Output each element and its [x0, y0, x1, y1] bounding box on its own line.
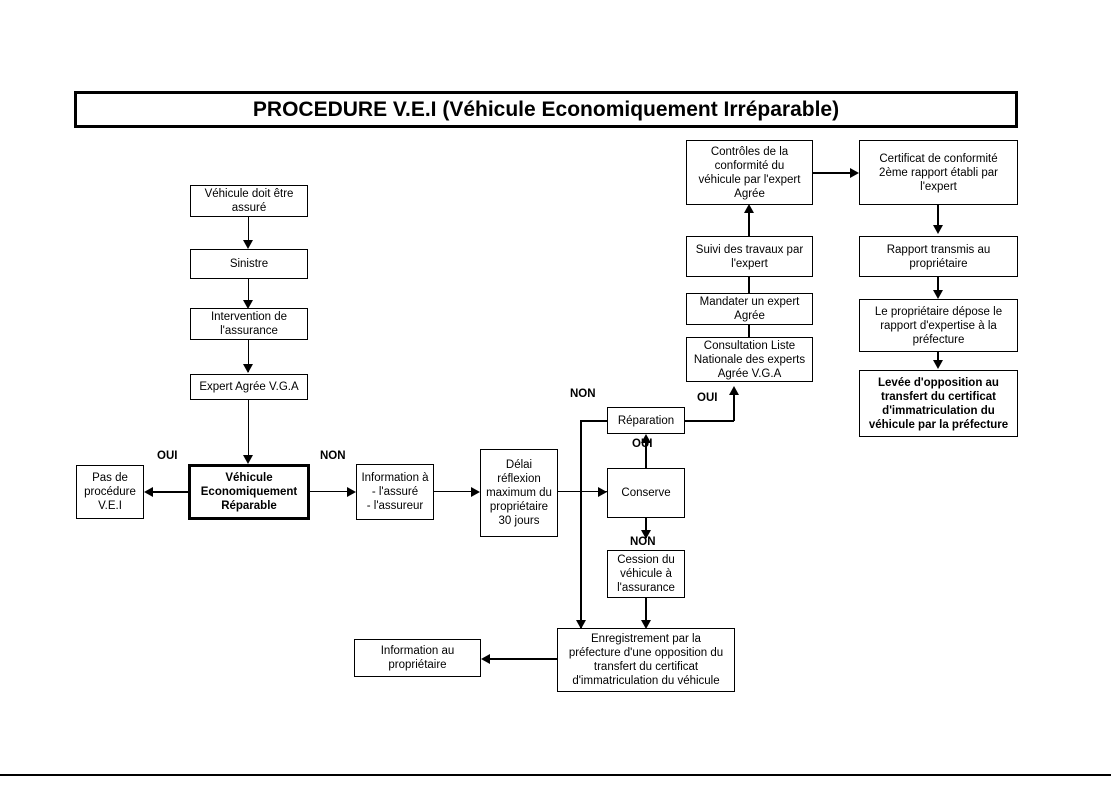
connector-vehicule-sinistre: [248, 217, 249, 247]
branch-label-vei-non: NON: [320, 450, 346, 462]
arrowhead-left-pasdeprocedure: [144, 487, 153, 497]
connector-bus-vertical: [580, 420, 582, 630]
arrowhead-down-vei: [243, 455, 253, 464]
arrowhead-down-intervention: [243, 300, 253, 309]
node-delai-reflexion[interactable]: Délai réflexion maximum du propriétaire …: [480, 449, 558, 537]
page-title-text: PROCEDURE V.E.I (Véhicule Economiquement…: [252, 97, 840, 121]
branch-label-conserve-oui: OUI: [632, 438, 653, 450]
node-conserve[interactable]: Conserve: [607, 468, 685, 518]
node-consultation-liste-nationale[interactable]: Consultation Liste Nationale des experts…: [686, 337, 813, 382]
branch-label-reparation-oui: OUI: [697, 392, 718, 404]
connector-information-delai: [434, 491, 472, 492]
arrowhead-down-sinistre: [243, 240, 253, 249]
node-certificat-conformite[interactable]: Certificat de conformité 2ème rapport ét…: [859, 140, 1018, 205]
arrowhead-right-information: [347, 487, 356, 497]
connector-mandater-suivi: [748, 270, 750, 294]
branch-label-delai-non: NON: [570, 388, 596, 400]
node-intervention-assurance[interactable]: Intervention de l'assurance: [190, 308, 308, 340]
node-information-proprietaire[interactable]: Information au propriétaire: [354, 639, 481, 677]
connector-certificat-rapport: [937, 205, 939, 232]
connector-rapport-depot: [937, 277, 939, 297]
arrowhead-up-reparation: [641, 434, 651, 443]
arrowhead-right-certificat: [850, 168, 859, 178]
connector-reparation-consultation-h: [685, 420, 734, 422]
node-mandater-expert[interactable]: Mandater un expert Agrée: [686, 293, 813, 325]
connector-conserve-reparation: [645, 443, 647, 469]
node-levee-opposition[interactable]: Levée d'opposition au transfert du certi…: [859, 370, 1018, 437]
node-depot-prefecture[interactable]: Le propriétaire dépose le rapport d'expe…: [859, 299, 1018, 352]
node-controles-conformite[interactable]: Contrôles de la conformité du véhicule p…: [686, 140, 813, 205]
arrowhead-down-enregistrement-right: [641, 620, 651, 629]
connector-cession-enregistrement: [645, 598, 647, 622]
connector-vei-information: [310, 491, 348, 492]
arrowhead-right-conserve: [598, 487, 607, 497]
connector-bus-to-reparation: [580, 420, 608, 422]
connector-suivi-controles: [748, 213, 750, 237]
connector-sinistre-intervention: [248, 279, 249, 307]
arrowhead-down-cession: [641, 530, 651, 539]
connector-delai-conserve: [558, 491, 607, 492]
page-bottom-rule: [0, 774, 1111, 776]
node-enregistrement-prefecture[interactable]: Enregistrement par la préfecture d'une o…: [557, 628, 735, 692]
node-reparation[interactable]: Réparation: [607, 407, 685, 434]
page-title: PROCEDURE V.E.I (Véhicule Economiquement…: [74, 91, 1018, 128]
node-vehicule-assure[interactable]: Véhicule doit être assuré: [190, 185, 308, 217]
node-expert-agree-vga[interactable]: Expert Agrée V.G.A: [190, 374, 308, 400]
connector-reparation-consultation-v: [733, 395, 735, 421]
node-sinistre[interactable]: Sinistre: [190, 249, 308, 279]
node-vehicule-economiquement-reparable[interactable]: Véhicule Economiquement Réparable: [188, 464, 310, 520]
connector-enregistrement-information-proprio: [490, 658, 557, 660]
branch-label-conserve-non: NON: [630, 536, 656, 548]
arrowhead-left-information-proprio: [481, 654, 490, 664]
node-information-assure-assureur[interactable]: Information à - l'assuré - l'assureur: [356, 464, 434, 520]
connector-vei-pasdeprocedure: [152, 491, 188, 493]
arrowhead-down-expert: [243, 364, 253, 373]
branch-label-vei-oui: OUI: [157, 450, 178, 462]
arrowhead-up-controles: [744, 204, 754, 213]
connector-expert-vei: [248, 400, 249, 462]
connector-intervention-expert: [248, 340, 249, 372]
node-suivi-travaux[interactable]: Suivi des travaux par l'expert: [686, 236, 813, 277]
arrowhead-down-levee: [933, 360, 943, 369]
node-rapport-transmis[interactable]: Rapport transmis au propriétaire: [859, 236, 1018, 277]
arrowhead-down-rapport: [933, 225, 943, 234]
connector-depot-levee: [937, 352, 939, 366]
connector-consultation-mandater: [748, 313, 750, 338]
node-cession-vehicule[interactable]: Cession du véhicule à l'assurance: [607, 550, 685, 598]
connector-conserve-cession: [645, 518, 647, 538]
arrowhead-up-consultation: [729, 386, 739, 395]
arrowhead-down-depot: [933, 290, 943, 299]
node-pas-de-procedure-vei[interactable]: Pas de procédure V.E.I: [76, 465, 144, 519]
connector-controles-certificat: [813, 172, 851, 174]
arrowhead-right-delai: [471, 487, 480, 497]
arrowhead-down-enregistrement-left: [576, 620, 586, 629]
